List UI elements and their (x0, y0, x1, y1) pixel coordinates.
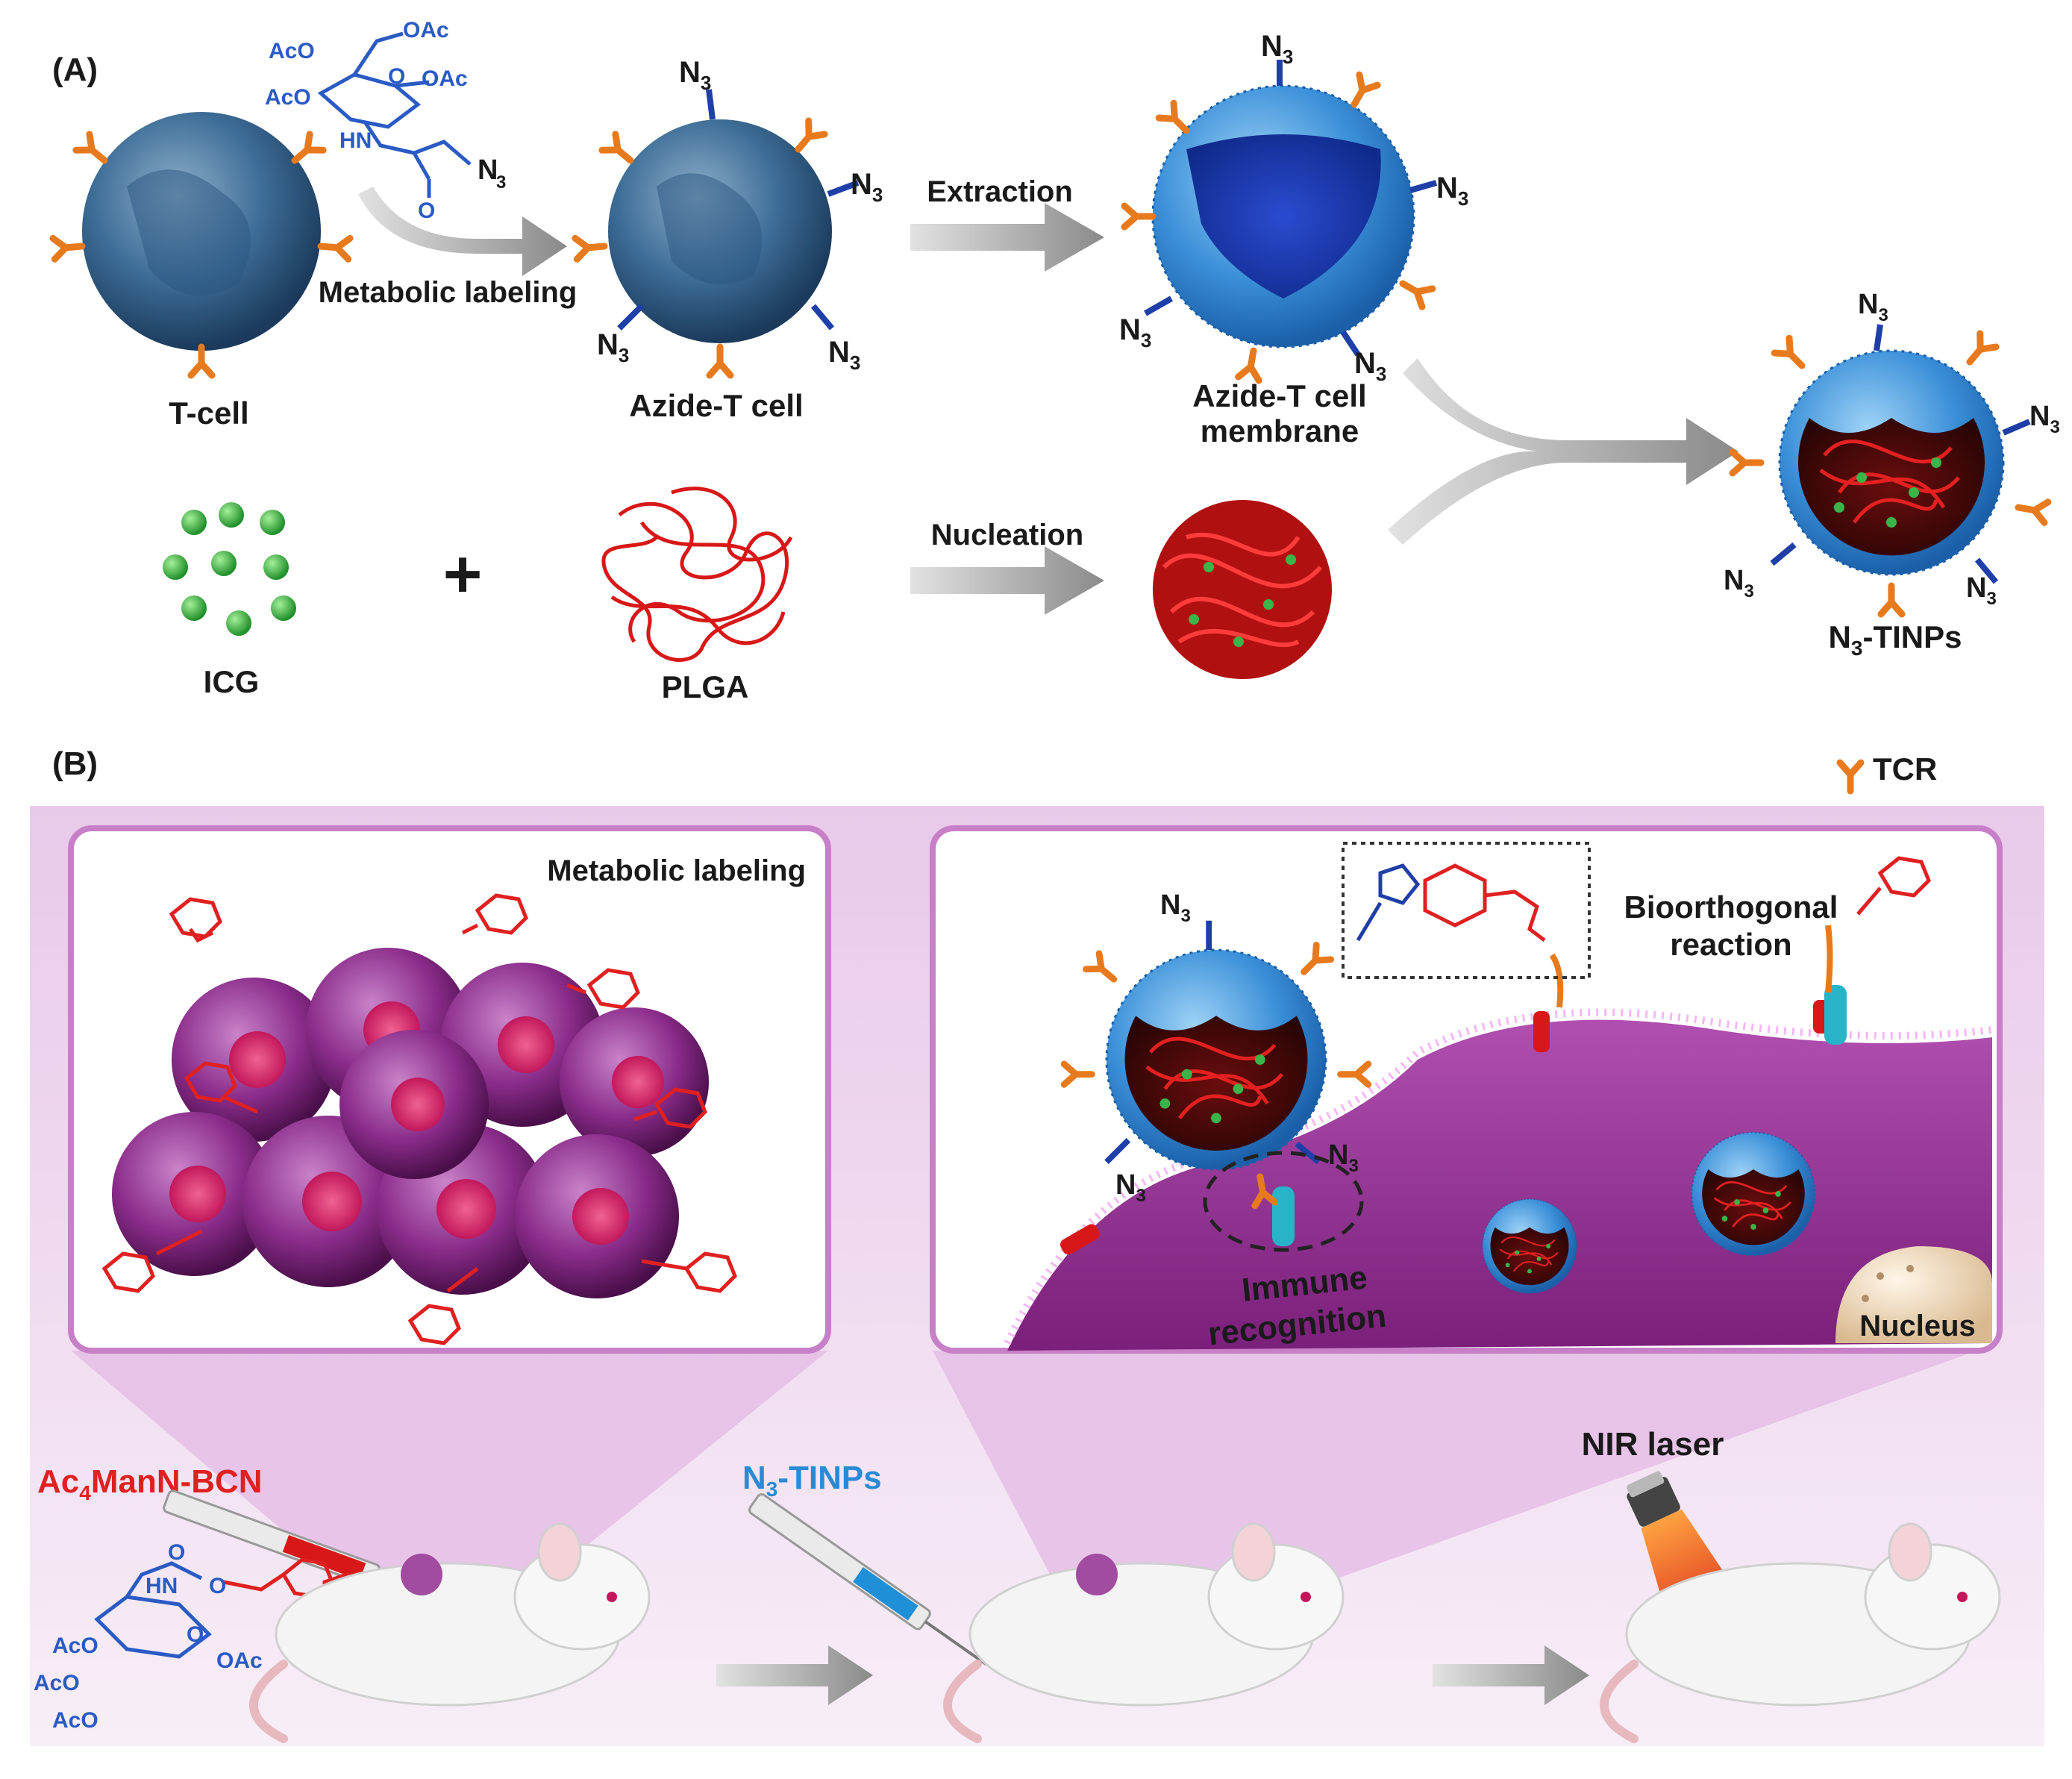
bcn-structures (101, 893, 737, 1345)
tumor-cell-surface (1007, 1019, 1992, 1351)
arrow-merge (1388, 358, 1738, 545)
svg-text:AcO: AcO (265, 85, 311, 110)
label-metabolic-labeling: Metabolic labeling (319, 276, 578, 309)
ac4mann-bcn-structure: AcO AcO AcO OAc HN O O O (34, 1540, 379, 1733)
svg-text:AcO: AcO (269, 39, 315, 63)
svg-text:O: O (209, 1574, 226, 1598)
azide-labels-panel-a: N3 N3 N3 N3 (597, 56, 883, 374)
svg-text:N3: N3 (1354, 347, 1386, 385)
bioorthogonal-line1: Bioorthogonal (1624, 890, 1838, 925)
plus-sign: + (443, 537, 483, 612)
svg-text:AcO: AcO (34, 1671, 80, 1695)
azide-labels-membrane: N3 N3 N3 N3 (1119, 30, 1468, 385)
svg-text:HN: HN (339, 128, 372, 153)
plga-polymer (601, 487, 793, 662)
panel-a-label: (A) (52, 51, 98, 88)
svg-text:O: O (388, 64, 405, 89)
svg-text:HN: HN (145, 1574, 178, 1598)
svg-text:3: 3 (496, 172, 506, 193)
left-inset-title: Metabolic labeling (547, 854, 806, 887)
svg-text:AcO: AcO (52, 1633, 98, 1658)
svg-text:AcO: AcO (52, 1708, 98, 1733)
svg-text:O: O (187, 1622, 204, 1647)
mouse-3 (1600, 1522, 2001, 1743)
azide-t-cell-label: Azide-T cell (629, 388, 803, 423)
mouse-2 (943, 1522, 1345, 1743)
left-inset: Metabolic labeling (68, 825, 831, 1354)
svg-text:N3: N3 (828, 336, 860, 374)
internalized-nanoparticle-2 (1691, 1131, 1816, 1257)
svg-text:N3: N3 (1115, 1169, 1146, 1206)
immune-recognition-circle (1203, 1151, 1364, 1252)
internalized-nanoparticle-1 (1481, 1198, 1578, 1295)
t-cell (53, 112, 350, 375)
label-extraction: Extraction (927, 175, 1073, 208)
nucleus: Nucleus (1835, 1246, 1992, 1343)
azide-labels-tinps: N3 N3 N3 N3 (1724, 289, 2060, 609)
bioorthogonal-line2: reaction (1670, 927, 1791, 962)
azido-sugar-structure: OAc AcO AcO OAc O HN O N 3 (265, 18, 506, 223)
ac4mann-bcn-label: Ac4ManN-BCN (37, 1463, 263, 1504)
svg-text:O: O (418, 198, 435, 223)
svg-text:N3: N3 (679, 56, 711, 94)
plga-label: PLGA (662, 669, 749, 704)
tcr-legend: TCR (1840, 751, 1937, 791)
svg-text:N3: N3 (1858, 289, 1888, 325)
syringe-n3-tinps (748, 1493, 988, 1666)
svg-text:N3: N3 (1160, 890, 1191, 926)
arrow-extraction (910, 203, 1104, 272)
membrane-label-line2: membrane (1201, 413, 1359, 448)
triazole-box (1342, 842, 1591, 979)
svg-text:N3: N3 (1724, 565, 1754, 601)
svg-text:N3: N3 (597, 328, 629, 366)
arrow-metabolic-labeling (358, 187, 567, 276)
n3-tinps-particle (1733, 324, 2048, 614)
bound-nanoparticle (1064, 920, 1368, 1206)
azide-t-cell (575, 89, 860, 375)
azide-t-cell-membrane (1124, 60, 1438, 381)
left-zoom-cone (71, 1351, 828, 1664)
svg-text:O: O (168, 1540, 185, 1565)
svg-text:OAc: OAc (216, 1648, 263, 1673)
svg-text:N3: N3 (1119, 313, 1151, 351)
icg-dots (163, 502, 296, 636)
svg-text:TCR: TCR (1873, 751, 1937, 787)
nir-laser-label: NIR laser (1582, 1426, 1724, 1463)
label-nucleation: Nucleation (931, 519, 1083, 551)
right-inset: Bioorthogonal reaction N3 N3 N3 Immune r… (930, 825, 2003, 1354)
svg-text:N3: N3 (1966, 572, 1997, 609)
svg-text:N3: N3 (2029, 401, 2060, 437)
mouse-1 (249, 1522, 651, 1743)
plga-icg-core (1153, 500, 1332, 679)
svg-text:N3: N3 (1261, 30, 1293, 68)
membrane-label-line1: Azide-T cell (1192, 378, 1366, 413)
n3-tinps-injection-label: N3-TINPs (742, 1460, 882, 1501)
svg-text:OAc: OAc (422, 66, 468, 91)
svg-text:OAc: OAc (403, 18, 449, 43)
t-cell-label: T-cell (169, 395, 248, 431)
panel-b-label: (B) (52, 745, 98, 782)
svg-text:N: N (478, 154, 498, 186)
svg-text:Nucleus: Nucleus (1859, 1310, 1976, 1342)
n3-tinps-label: N3-TINPs (1829, 619, 1962, 660)
svg-text:N3: N3 (1436, 172, 1468, 210)
arrow-step-1 (716, 1645, 873, 1705)
arrow-nucleation (910, 546, 1104, 615)
arrow-step-2 (1433, 1645, 1589, 1705)
svg-text:N3: N3 (851, 168, 883, 206)
icg-label: ICG (204, 664, 260, 699)
